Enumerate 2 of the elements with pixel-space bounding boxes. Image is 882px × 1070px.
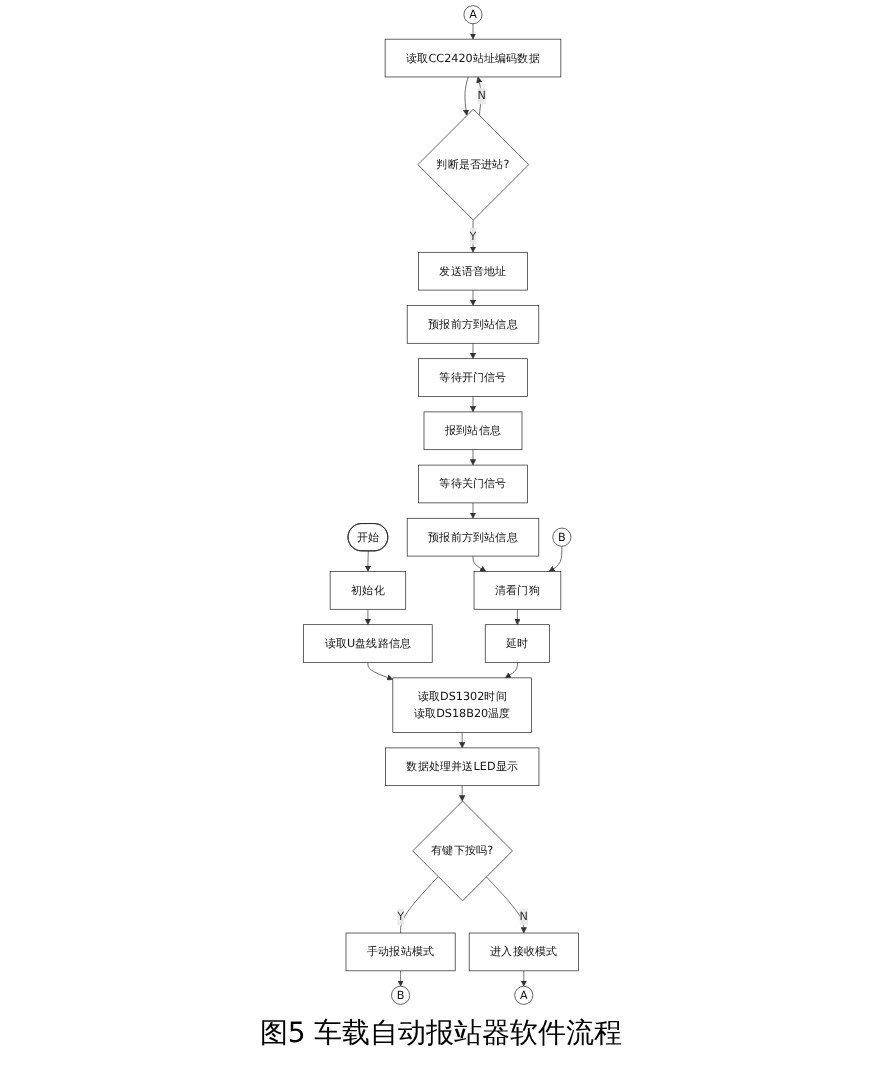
connector bbox=[400, 876, 439, 934]
figure-caption: 图5 车载自动报站器软件流程 bbox=[257, 1016, 625, 1052]
